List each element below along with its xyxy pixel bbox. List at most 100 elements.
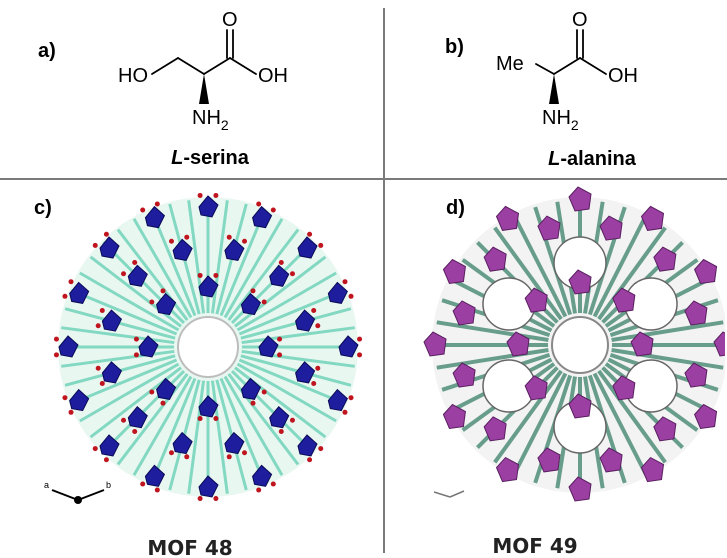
oxygen-atom: [348, 395, 354, 401]
atom-nh2: NH2: [192, 107, 229, 133]
oxygen-atom: [168, 238, 174, 244]
oxygen-atom: [289, 271, 295, 277]
mof49-polyhedron: [693, 258, 718, 285]
mof49-structure-image: [423, 186, 725, 502]
mof48-polyhedron: [144, 464, 166, 487]
oxygen-atom: [92, 242, 98, 248]
oxygen-atom: [261, 389, 267, 395]
oxygen-atom: [357, 352, 363, 358]
oxygen-atom: [311, 381, 317, 387]
oxygen-atom: [277, 336, 283, 342]
oxygen-atom: [140, 481, 146, 487]
mof48-polyhedron: [101, 309, 123, 332]
mof49-polyhedron: [537, 447, 561, 473]
mof49-label: MOF 49: [492, 534, 578, 558]
oxygen-atom: [250, 288, 256, 294]
mof49-polyhedron: [599, 447, 623, 473]
panel-c-letter: c): [34, 197, 52, 219]
oxygen-atom: [99, 307, 105, 313]
axis-indicator: [51, 489, 105, 504]
oxygen-atom: [160, 400, 166, 406]
mof49-polyhedron: [568, 269, 592, 295]
axis-a-label: a: [44, 480, 49, 490]
mof49-polyhedron: [693, 403, 718, 430]
oxygen-atom: [307, 231, 313, 237]
mof48-polyhedron: [69, 281, 90, 304]
mof48-polyhedron: [99, 434, 120, 457]
atom-me: Me: [496, 53, 524, 75]
caption-l-serina: L-serina: [171, 147, 249, 169]
mof48-polyhedron: [138, 335, 159, 358]
mof48-polyhedron: [258, 335, 279, 358]
oxygen-atom: [132, 260, 138, 266]
oxygen-atom: [315, 323, 321, 329]
mof49-polyhedron: [495, 456, 520, 483]
caption-l-alanina: L-alanina: [548, 148, 636, 170]
mof49-polyhedron: [653, 416, 677, 442]
serine-structure: HO O OH NH2: [118, 9, 288, 133]
mof49-polyhedron: [452, 300, 476, 326]
oxygen-atom: [62, 395, 68, 401]
mof49-polyhedron: [495, 205, 520, 231]
mof48-polyhedron: [240, 377, 262, 400]
oxygen-atom: [103, 231, 109, 237]
oxygen-atom: [154, 201, 160, 207]
mof48-polyhedron: [172, 431, 193, 455]
oxygen-atom: [213, 192, 219, 198]
panel-d-letter: d): [446, 197, 465, 219]
oxygen-atom: [342, 409, 348, 415]
mof48-polyhedron: [297, 434, 318, 457]
oxygen-atom: [342, 279, 348, 285]
oxygen-atom: [53, 336, 59, 342]
mof49-polyhedron: [684, 362, 708, 388]
atom-oh-right: OH: [608, 65, 638, 87]
oxygen-atom: [357, 336, 363, 342]
atom-nh2: NH2: [542, 107, 579, 133]
mof49-polyhedron: [599, 215, 623, 241]
oxygen-atom: [95, 365, 101, 371]
mof49-polyhedron: [442, 403, 466, 430]
oxygen-atom: [270, 481, 276, 487]
mof48-polyhedron: [58, 335, 79, 358]
mof48-polyhedron: [69, 388, 90, 412]
oxygen-atom: [184, 234, 190, 240]
mof48-polyhedron: [295, 309, 316, 332]
mof48-polyhedron: [198, 195, 219, 218]
mof49-polyhedron: [713, 331, 725, 357]
oxygen-atom: [277, 352, 283, 358]
oxygen-atom: [197, 192, 203, 198]
oxygen-atom: [197, 416, 203, 422]
mof48-polyhedron: [172, 238, 193, 261]
oxygen-atom: [92, 446, 98, 452]
mof48-polyhedron: [224, 431, 245, 455]
oxygen-atom: [311, 307, 317, 313]
mof48-polyhedron: [127, 405, 148, 429]
oxygen-atom: [184, 454, 190, 460]
oxygen-atom: [270, 207, 276, 213]
mof48-polyhedron: [198, 475, 219, 498]
oxygen-atom: [256, 201, 262, 207]
mof49-polyhedron: [452, 362, 476, 388]
mof48-polyhedron: [144, 205, 166, 229]
mof49-polyhedron: [612, 375, 636, 401]
oxygen-atom: [160, 288, 166, 294]
oxygen-atom: [278, 428, 284, 434]
oxygen-atom: [278, 260, 284, 266]
atom-o-top: O: [222, 9, 238, 31]
mof49-polyhedron: [483, 246, 507, 272]
oxygen-atom: [95, 323, 101, 329]
oxygen-atom: [226, 454, 232, 460]
oxygen-atom: [318, 242, 324, 248]
mof48-polyhedron: [338, 335, 359, 358]
mof48-polyhedron: [99, 236, 120, 259]
mof49-polyhedron: [653, 246, 677, 272]
oxygen-atom: [213, 272, 219, 278]
mof49-polyhedron: [568, 393, 592, 419]
atom-ho: HO: [118, 65, 148, 87]
axis-b-label: b: [106, 480, 111, 490]
oxygen-atom: [68, 409, 74, 415]
mof48-label: MOF 48: [147, 536, 233, 558]
oxygen-atom: [315, 365, 321, 371]
oxygen-atom: [197, 496, 203, 502]
mof49-polyhedron: [612, 287, 636, 313]
